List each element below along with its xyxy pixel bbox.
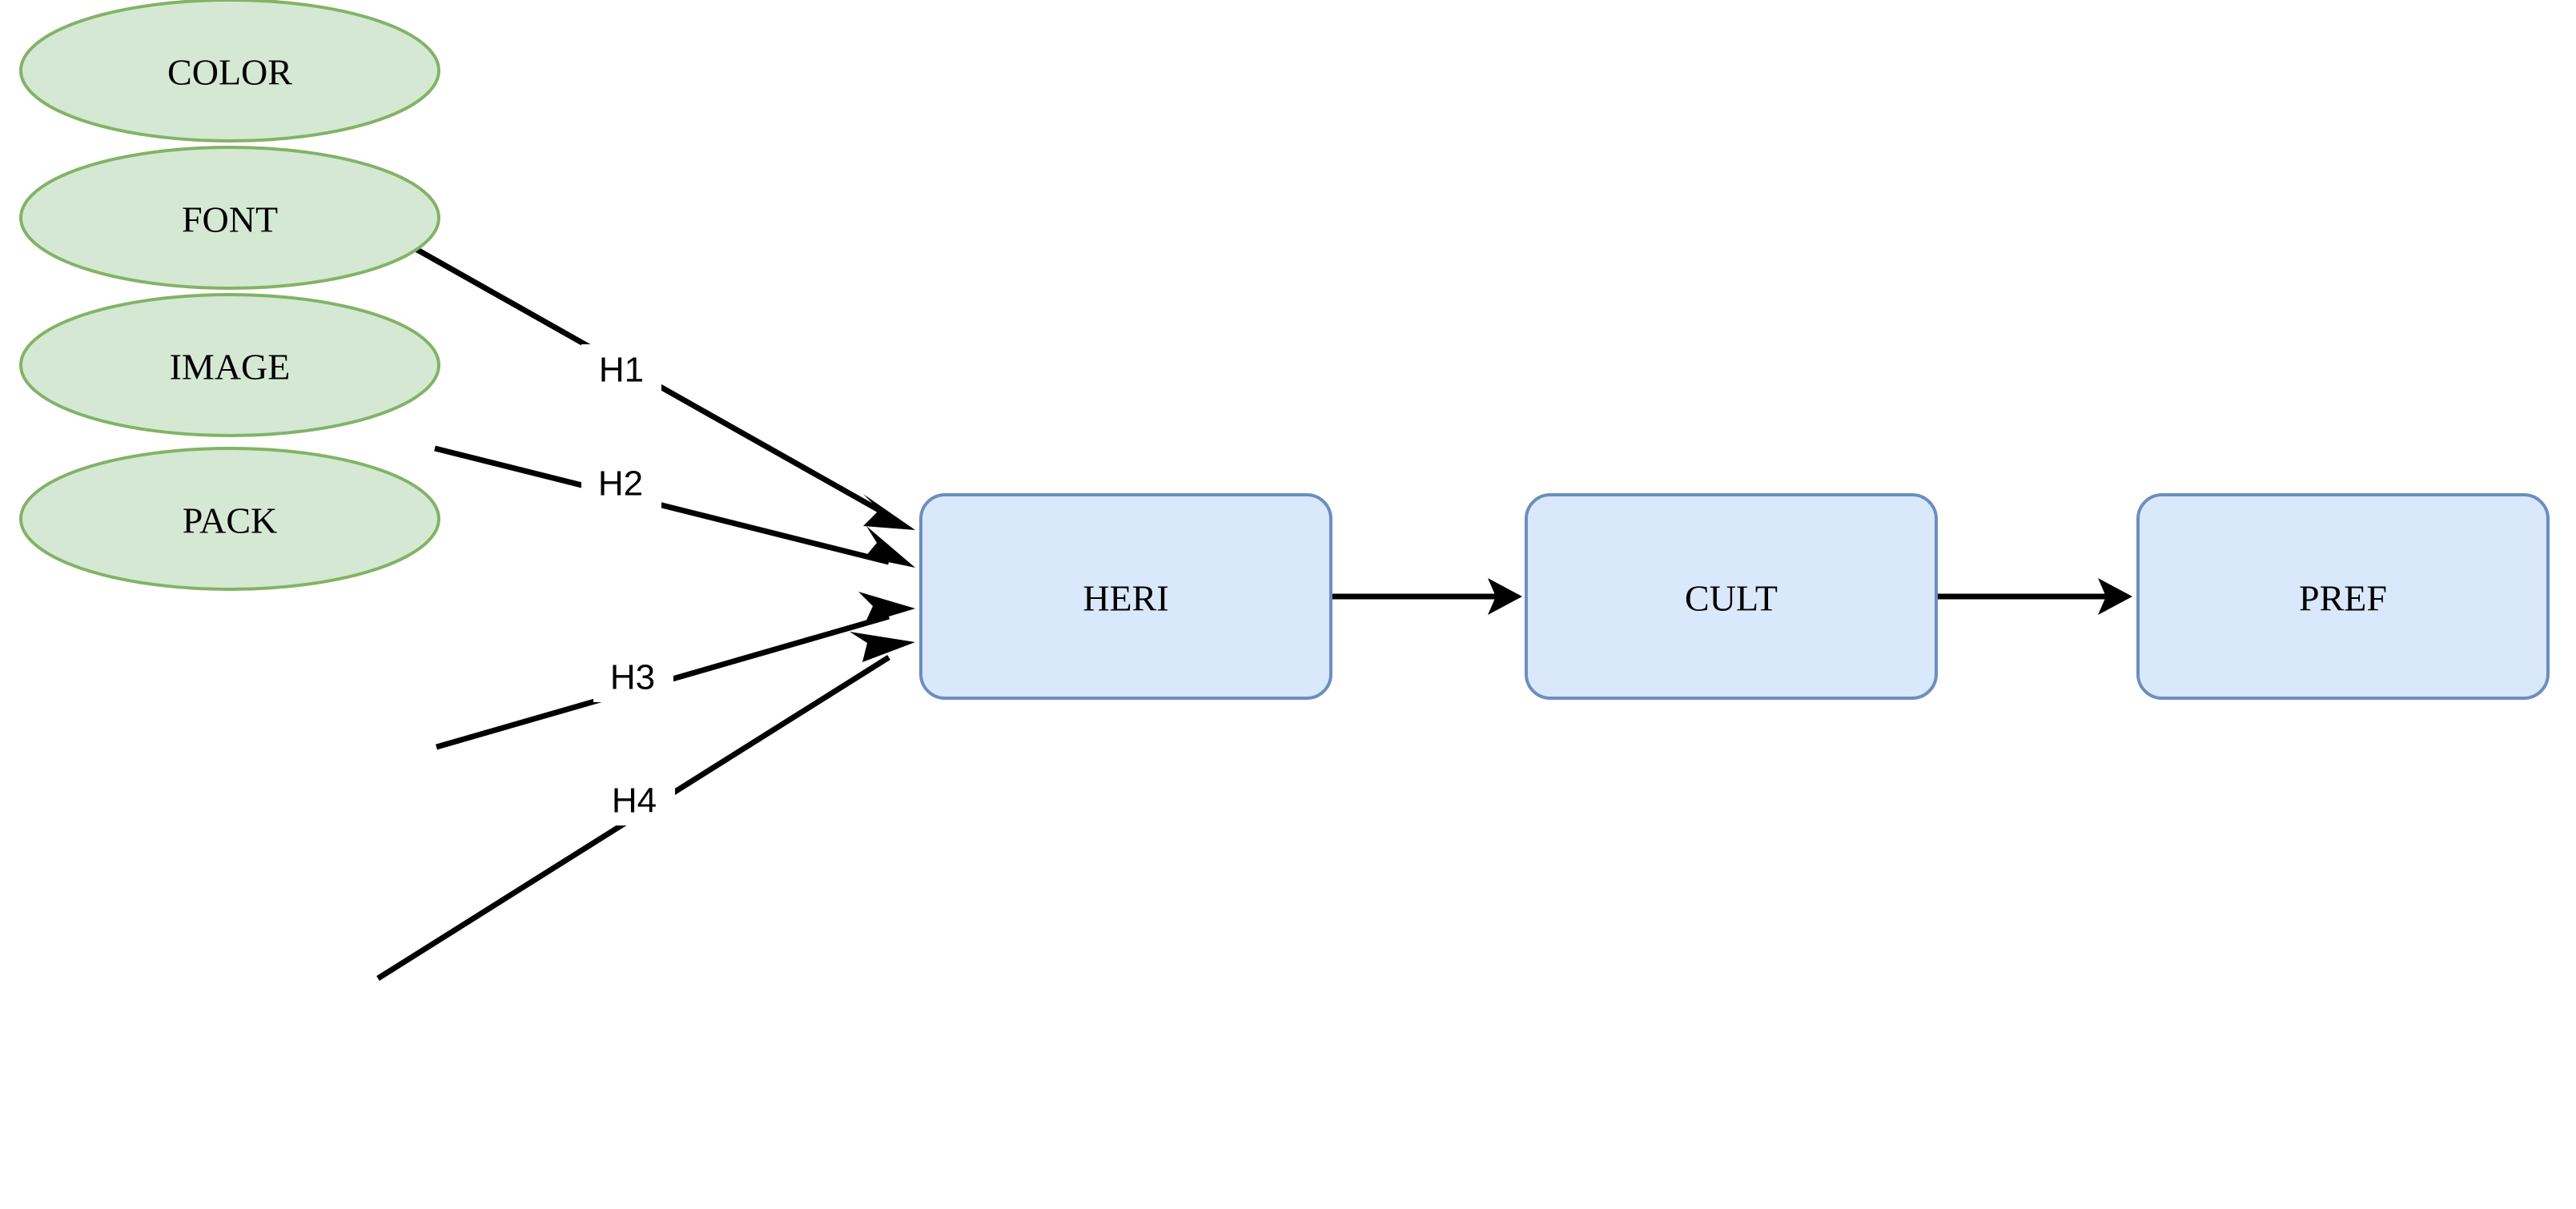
edge-h4-label: H4 — [612, 781, 657, 821]
node-font-label: FONT — [182, 199, 278, 240]
edge-heri-cult-arrowhead — [1488, 578, 1522, 615]
edge-cult-pref-arrowhead — [2098, 578, 2132, 615]
node-color-shape — [19, 0, 440, 143]
node-heri-shape — [919, 493, 1332, 700]
edge-h3-arrowhead — [858, 592, 915, 624]
node-pack[interactable]: PACK — [19, 447, 440, 591]
edge-h1-label-bg — [581, 344, 661, 396]
edge-heri-cult[interactable] — [1331, 578, 1522, 615]
edge-h2-line — [434, 445, 890, 565]
edge-h2[interactable]: H2 — [434, 445, 915, 568]
edge-h1-arrowhead — [863, 494, 915, 530]
edge-h2-arrowhead — [865, 526, 915, 568]
node-pref-shape — [2136, 493, 2550, 700]
edge-h3-label: H3 — [610, 658, 655, 697]
node-font[interactable]: FONT — [19, 146, 440, 290]
edge-h3-label-bg — [593, 653, 673, 702]
node-heri-label: HERI — [1083, 578, 1168, 619]
node-pack-shape — [19, 447, 440, 591]
node-cult-shape — [1525, 493, 1938, 700]
edge-cult-pref[interactable] — [1936, 578, 2132, 615]
node-image-label: IMAGE — [170, 347, 291, 388]
node-heri[interactable]: HERI — [919, 493, 1332, 700]
edge-h4-label-bg — [595, 776, 675, 825]
node-image[interactable]: IMAGE — [19, 293, 440, 437]
node-font-shape — [19, 146, 440, 290]
edge-h3[interactable]: H3 — [436, 592, 915, 750]
edge-h2-label: H2 — [598, 464, 643, 504]
node-color[interactable]: COLOR — [19, 0, 440, 143]
edge-h1-label: H1 — [599, 351, 644, 390]
edge-h2-label-bg — [581, 459, 661, 508]
node-pack-label: PACK — [183, 500, 277, 541]
node-cult[interactable]: CULT — [1525, 493, 1938, 700]
node-cult-label: CULT — [1685, 578, 1778, 619]
node-pref[interactable]: PREF — [2136, 493, 2550, 700]
edge-h4-arrowhead — [850, 632, 915, 662]
edge-h4[interactable]: H4 — [376, 632, 915, 981]
node-pref-label: PREF — [2299, 578, 2387, 619]
node-color-label: COLOR — [167, 52, 292, 93]
node-image-shape — [19, 293, 440, 437]
edge-h1[interactable]: H1 — [373, 223, 915, 530]
